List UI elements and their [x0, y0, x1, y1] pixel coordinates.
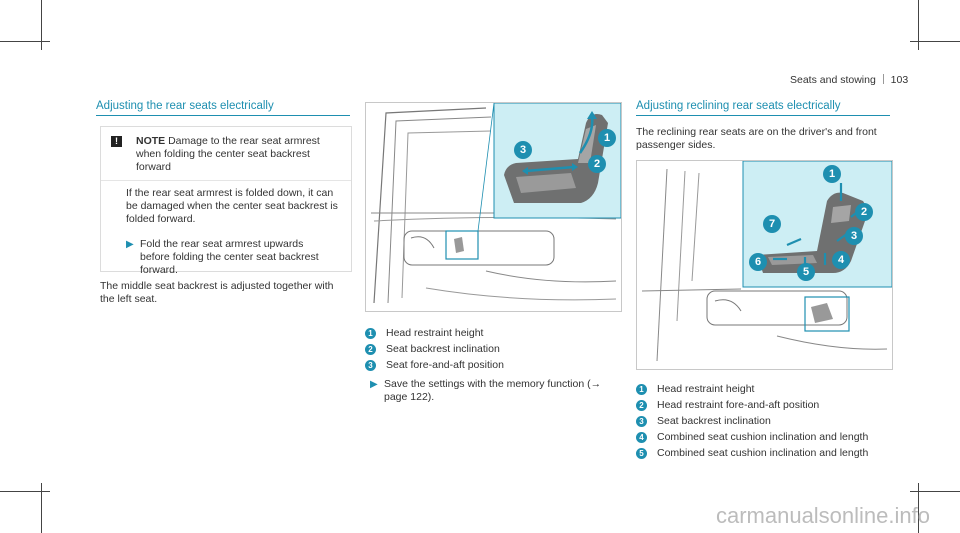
figure-rear-seat-switch: 1 2 3: [365, 102, 622, 312]
callout-2: 2: [855, 203, 873, 221]
step-arrow-icon: ▶: [370, 379, 378, 390]
intro-paragraph: The reclining rear seats are on the driv…: [636, 126, 877, 151]
paragraph: The middle seat backrest is adjusted tog…: [100, 280, 334, 305]
step-arrow-icon: ▶: [126, 239, 134, 250]
page-number: 103: [890, 74, 909, 86]
callout-3: 3: [845, 227, 863, 245]
note-step: ▶ Fold the rear seat armrest upwards bef…: [101, 232, 351, 277]
note-label: NOTE: [136, 135, 166, 147]
note-headline: Damage to the rear seat armrest when fol…: [136, 135, 320, 173]
callout-4: 4: [832, 251, 850, 269]
note-box: ! NOTE Damage to the rear seat armrest w…: [100, 126, 352, 276]
callout-7: 7: [763, 215, 781, 233]
callout-1: 1: [823, 165, 841, 183]
crop-mark: [910, 491, 960, 492]
section-title: Adjusting the rear seats electrically: [96, 100, 350, 116]
memory-step: ▶ Save the settings with the memory func…: [370, 378, 620, 404]
note-body: If the rear seat armrest is folded down,…: [126, 187, 338, 225]
callout-5: 5: [797, 263, 815, 281]
callout-1: 1: [598, 129, 616, 147]
callout-6: 6: [749, 253, 767, 271]
section-name: Seats and stowing: [790, 74, 876, 86]
section-title: Adjusting reclining rear seats electrica…: [636, 100, 890, 116]
note-step-text: Fold the rear seat armrest upwards befor…: [140, 238, 319, 276]
watermark: carmanualsonline.info: [715, 503, 930, 528]
memory-step-text: Save the settings with the memory functi…: [384, 378, 602, 403]
crop-mark: [910, 41, 960, 42]
door-illustration: [366, 103, 621, 311]
warning-icon: !: [111, 136, 122, 147]
note-header: ! NOTE Damage to the rear seat armrest w…: [101, 127, 351, 181]
figure-reclining-seat-switch: 1 2 3 4 5 6 7: [636, 160, 893, 370]
running-header: Seats and stowing 103: [790, 74, 908, 86]
crop-mark: [41, 0, 42, 50]
callout-3: 3: [514, 141, 532, 159]
crop-mark: [41, 483, 42, 533]
callout-2: 2: [588, 155, 606, 173]
crop-mark: [0, 491, 50, 492]
crop-mark: [0, 41, 50, 42]
crop-mark: [918, 0, 919, 50]
crop-mark: [918, 483, 919, 533]
